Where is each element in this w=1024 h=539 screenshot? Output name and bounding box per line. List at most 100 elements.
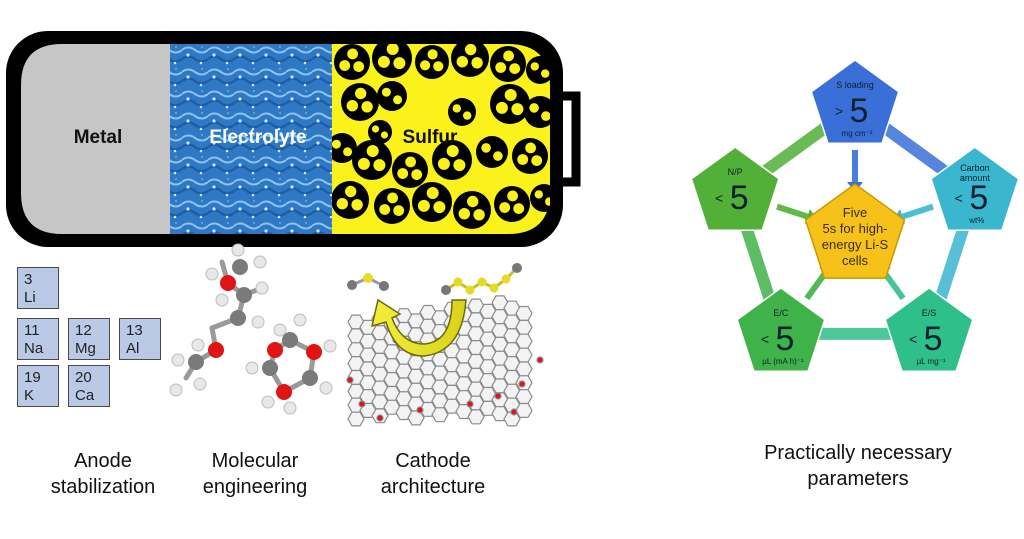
carbon-particle: [494, 186, 530, 222]
graphene-ring: [467, 409, 485, 425]
node-label: N/P: [728, 167, 743, 177]
node-label: E/S: [922, 308, 937, 318]
atomic-number: 19: [24, 369, 41, 386]
metal-label: Metal: [74, 127, 123, 148]
polysulfide-chains: [347, 263, 522, 295]
node-value: 5: [730, 179, 749, 217]
node-comparator: <: [761, 331, 769, 347]
graphene-ring: [431, 407, 449, 423]
carbon-particle: [377, 81, 407, 111]
graphene-ring: [515, 402, 533, 418]
oxygen-group: [346, 376, 354, 384]
pentagon-center: Five 5s for high- energy Li-S cells: [804, 183, 906, 279]
caption-line: Molecular: [211, 450, 299, 472]
ether-molecules-illustration: [169, 243, 337, 415]
graphene-ring: [515, 389, 533, 405]
parameters-caption: Practically necessary parameters: [728, 440, 988, 492]
oxygen-group: [494, 392, 502, 400]
carbon-particle: [512, 138, 548, 174]
element-tile-al: 13 Al: [119, 318, 161, 360]
atomic-number: 3: [24, 271, 33, 288]
battery: Metal Electrolyte Sulfur: [6, 31, 581, 247]
center-line-2: 5s for high-: [822, 221, 887, 236]
carbon-particle: [490, 84, 530, 124]
node-value: 5: [775, 320, 794, 358]
carbon-particle: [451, 44, 489, 77]
node-value: 5: [850, 92, 869, 130]
carbon-particle: [412, 182, 452, 222]
node-ec: E/C <5µL (mA h)⁻¹: [736, 286, 826, 372]
caption-line: stabilization: [50, 476, 156, 498]
node-comparator: <: [955, 190, 963, 206]
element-symbol: Ca: [75, 387, 95, 404]
anode-caption: Anode stabilization: [18, 448, 188, 500]
node-unit: wt%: [968, 216, 984, 225]
node-pentagon-shape: [690, 146, 780, 232]
graphene-ring: [491, 406, 509, 422]
caption-line: parameters: [807, 468, 909, 490]
graphene-ring: [515, 333, 533, 349]
carbon-particle: [432, 140, 472, 180]
carbon-particle: [374, 188, 410, 224]
node-value: 5: [924, 320, 943, 358]
carbon-particle: [372, 44, 412, 78]
oxygen-group: [510, 408, 518, 416]
node-label: S loading: [836, 80, 874, 90]
element-tile-li: 3 Li: [17, 267, 59, 309]
caption-line: engineering: [202, 476, 308, 498]
element-symbol: Mg: [75, 340, 96, 357]
graphene-ring: [347, 411, 365, 427]
node-es: E/S<5µL mg⁻¹: [884, 286, 974, 372]
center-line-3: energy Li-S: [822, 237, 889, 252]
carbon-particle: [368, 120, 392, 144]
conversion-arrow: [370, 298, 467, 357]
element-symbol: Al: [126, 340, 140, 357]
carbon-particle: [476, 136, 508, 168]
oxygen-group: [466, 400, 474, 408]
cathode-caption: Cathode architecture: [348, 448, 518, 500]
graphene-sheet-illustration: [346, 295, 544, 427]
carbon-particle: [526, 56, 550, 84]
carbon-particle: [341, 83, 379, 121]
node-np: N/P <5: [690, 146, 780, 232]
battery-terminal: [548, 91, 581, 187]
node-comparator: <: [715, 190, 723, 206]
node-label: E/C: [773, 308, 789, 318]
metal-region: [21, 44, 170, 234]
graphene-ring: [479, 400, 497, 416]
carbon-particle: [332, 181, 369, 219]
center-line-1: Five: [843, 205, 868, 220]
graphene-ring: [515, 361, 533, 377]
atomic-number: 20: [75, 369, 92, 386]
element-tile-ca: 20 Ca: [68, 365, 110, 407]
oxygen-group: [416, 406, 424, 414]
element-symbol: Na: [24, 340, 44, 357]
five-5s-pentagon: S loading>5mg cm⁻²Carbonamount<5wt%E/S<5…: [690, 59, 1020, 372]
node-label: amount: [960, 173, 991, 183]
graphene-ring: [515, 319, 533, 335]
graphene-ring: [443, 398, 461, 414]
center-line-4: cells: [842, 253, 869, 268]
caption-line: Cathode: [395, 450, 471, 472]
node-pentagon-shape: [930, 146, 1020, 232]
node-unit: µL (mA h)⁻¹: [762, 357, 804, 366]
element-symbol: K: [24, 387, 35, 404]
carbon-particle: [448, 98, 476, 126]
atomic-number: 13: [126, 322, 143, 339]
carbon-particle: [530, 184, 550, 212]
carbon-particle: [453, 191, 491, 229]
element-symbol: Li: [24, 289, 36, 306]
carbon-particle: [332, 133, 357, 163]
element-tile-k: 19 K: [17, 365, 59, 407]
electrolyte-region: [170, 44, 332, 234]
oxygen-group: [376, 414, 384, 422]
molecular-caption: Molecular engineering: [170, 448, 340, 500]
node-pentagon-shape: [810, 59, 900, 144]
carbon-particle: [334, 44, 370, 80]
carbon-particle: [524, 96, 550, 128]
node-s-loading: S loading>5mg cm⁻²: [810, 59, 900, 144]
sulfur-label: Sulfur: [403, 127, 458, 148]
caption-line: architecture: [380, 476, 486, 498]
oxygen-group: [536, 356, 544, 364]
